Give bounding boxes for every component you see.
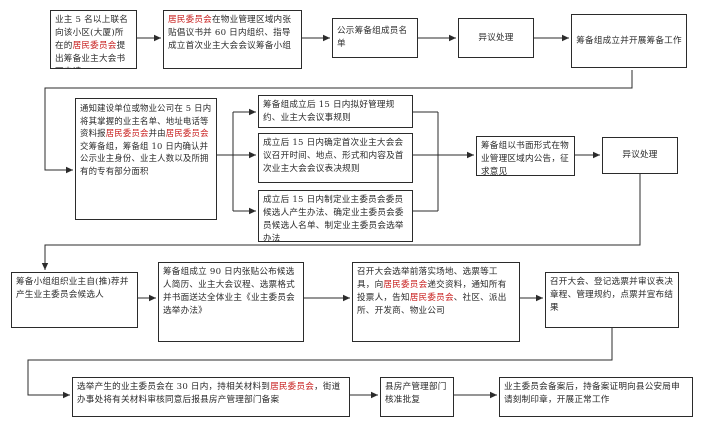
highlight-residents-committee: 居民委员会 xyxy=(409,293,454,303)
step-seal-application: 业主委员会备案后，持备案证明向县公安局申请刻制印章，开展正常工作 xyxy=(499,377,693,417)
step-candidate-method: 成立后 15 日内制定业主委员会委员候选人产生办法、确定业主委员会委员候选人名单… xyxy=(258,190,413,242)
step-text: 成立后 15 日内制定业主委员会委员候选人产生办法、确定业主委员会委员候选人名单… xyxy=(263,195,404,242)
step-text: 在物业管理区域内张贴倡议书并 60 日内组织、指导成立首次业主大会会议筹备小组 xyxy=(168,15,292,51)
step-draft-rules: 筹备组成立后 15 日内拟好管理规约、业主大会议事规则 xyxy=(258,95,413,128)
step-text: 筹备组成立后 15 日内拟好管理规约、业主大会议事规则 xyxy=(263,100,395,123)
step-text: 筹备小组组织业主自(推)荐并产生业主委员会候选人 xyxy=(16,277,129,300)
step-text: 递交资料，通知所有投票人，告知 xyxy=(357,280,507,303)
step-text: 公示筹备组成员名单 xyxy=(337,26,408,49)
step-text: 异议处理 xyxy=(478,32,514,43)
step-text: 业主 5 名以上联名向该小区(大厦)所在的 xyxy=(55,15,129,51)
step-public-notice: 筹备组以书面形式在物业管理区域内公告，征求意见 xyxy=(476,136,575,176)
highlight-residents-committee: 居民委员会 xyxy=(105,128,149,139)
arrow-s9-s10 xyxy=(41,174,641,270)
step-text: 成立后 15 日内确定首次业主大会会议召开时间、地点、形式和内容及首次业主大会会… xyxy=(263,138,404,174)
step-prepare-election: 召开大会选举前落实场地、选票等工具，向居民委员会递交资料，通知所有投票人，告知居… xyxy=(352,262,520,342)
step-record-filing: 选举产生的业主委员会在 30 日内，持相关材料到居民委员会，街道办事处将有关材料… xyxy=(72,377,350,417)
step-set-meeting: 成立后 15 日内确定首次业主大会会议召开时间、地点、形式和内容及首次业主大会会… xyxy=(258,133,413,183)
step-text: 县房产管理部门核准批复 xyxy=(385,382,447,405)
highlight-residents-committee: 居民委员会 xyxy=(165,128,209,139)
step-objection-handling-1: 异议处理 xyxy=(458,18,534,58)
step-housing-approval: 县房产管理部门核准批复 xyxy=(380,377,454,417)
step-text: 业主委员会备案后，持备案证明向县公安局申请刻制印章，开展正常工作 xyxy=(504,382,680,405)
step-text: ，街道办事处将有关材料审核同意后报县房产管理部门备案 xyxy=(77,382,341,405)
step-publish-candidates: 筹备组成立 90 日内张贴公布候选人简历、业主大会议程、选票格式并书面送达全体业… xyxy=(158,262,304,342)
step-text: 筹备组成立 90 日内张贴公布候选人简历、业主大会议程、选票格式并书面送达全体业… xyxy=(163,267,295,316)
step-text: 召开大会选举前落实场地、选票等工具，向 xyxy=(357,267,498,290)
step-text: 通知建设单位或物业公司在 5 日内将其掌握的业主名单、地址电话等资料报 xyxy=(80,103,212,139)
highlight-residents-committee: 居民委员会 xyxy=(383,280,428,290)
step-text: 、社区、派出所、开发商、物业公司 xyxy=(357,293,507,316)
step-text: 召开大会、登记选票并审议表决章程、管理规约，点票并宣布结果 xyxy=(550,277,674,313)
arrow-s5-s6 xyxy=(44,70,633,174)
step-owners-petition: 业主 5 名以上联名向该小区(大厦)所在的居民委员会提出筹备业主大会书面申请 xyxy=(50,10,137,69)
step-text: 选举产生的业主委员会在 30 日内，持相关材料到 xyxy=(77,382,271,392)
step-objection-handling-2: 异议处理 xyxy=(602,137,678,174)
step-publicize-members: 公示筹备组成员名单 xyxy=(332,18,418,58)
step-text: 筹备组成立并开展筹备工作 xyxy=(576,35,682,46)
step-start-preparation: 筹备组成立并开展筹备工作 xyxy=(571,14,687,68)
step-text: 筹备组以书面形式在物业管理区域内公告，征求意见 xyxy=(481,141,569,176)
step-text: 并由 xyxy=(148,128,166,139)
highlight-residents-committee: 居民委员会 xyxy=(72,41,117,51)
step-text: 交筹备组，筹备组 10 日内确认并公示业主身份、业主人数以及所拥有的专有部分面积 xyxy=(80,140,209,176)
step-hold-election: 召开大会、登记选票并审议表决章程、管理规约，点票并宣布结果 xyxy=(545,272,679,328)
step-notify-developer: 通知建设单位或物业公司在 5 日内将其掌握的业主名单、地址电话等资料报居民委员会… xyxy=(75,98,217,220)
highlight-residents-committee: 居民委员会 xyxy=(168,15,212,25)
step-text: 异议处理 xyxy=(622,150,658,160)
arrow-s13-s14 xyxy=(27,328,613,399)
step-committee-initiate: 居民委员会在物业管理区域内张贴倡议书并 60 日内组织、指导成立首次业主大会会议… xyxy=(163,10,302,69)
step-nominate-candidates: 筹备小组组织业主自(推)荐并产生业主委员会候选人 xyxy=(11,272,138,328)
highlight-residents-committee: 居民委员会 xyxy=(270,382,315,392)
step-text: 提出筹备业主大会书面申请 xyxy=(55,41,126,68)
